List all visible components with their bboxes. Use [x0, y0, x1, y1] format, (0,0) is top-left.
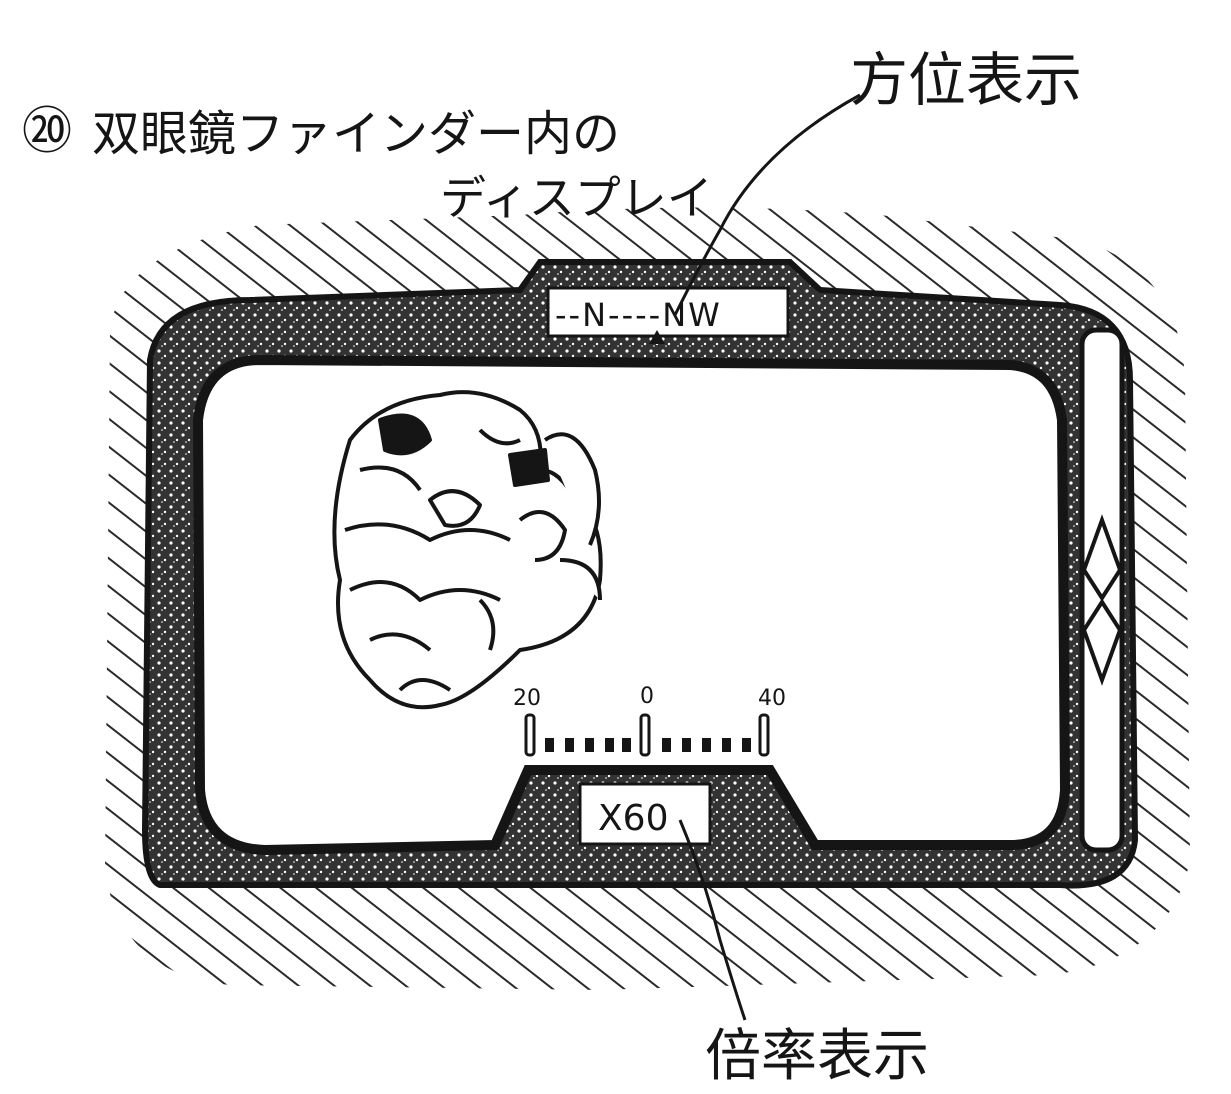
- direction-callout-label: 方位表示: [850, 46, 1082, 114]
- lower-diamond-icon: [1081, 598, 1123, 686]
- compass-pointer-icon: [649, 330, 665, 344]
- range-tick-major-right: [758, 713, 770, 757]
- caption-number: ⑳: [22, 102, 72, 160]
- compass-readout: --N----NW: [555, 296, 722, 334]
- range-label-center: 0: [640, 684, 654, 709]
- range-tick-major-center: [639, 713, 651, 757]
- caption: ⑳ 双眼鏡ファインダー内の ディスプレイ: [22, 102, 713, 225]
- range-scale: 20 0 40: [513, 684, 786, 757]
- range-label-right: 40: [758, 686, 786, 711]
- zoom-display: [578, 782, 712, 846]
- caption-line-1: 双眼鏡ファインダー内の: [92, 106, 620, 162]
- zoom-readout: X60: [598, 798, 668, 839]
- direction-leader-line: [673, 93, 861, 316]
- magnification-callout-label: 倍率表示: [705, 1024, 929, 1089]
- range-minor-ticks: [545, 738, 751, 752]
- magnification-leader-line: [678, 819, 747, 1021]
- upper-diamond-icon: [1081, 514, 1123, 602]
- compass-display: [546, 286, 790, 338]
- range-tick-major-left: [524, 713, 536, 757]
- creature-sketch: [332, 390, 603, 710]
- caption-line-2: ディスプレイ: [440, 171, 713, 225]
- range-label-left: 20: [513, 686, 541, 711]
